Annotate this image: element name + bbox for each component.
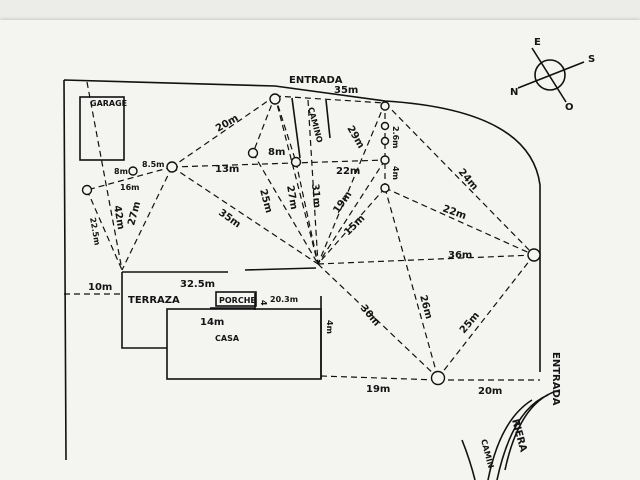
dist-30: 30m <box>358 303 382 329</box>
porche-label: PORCHE <box>219 296 256 305</box>
node-center-a <box>247 147 259 159</box>
node-entrada <box>269 93 281 105</box>
node-left-hub <box>166 161 178 173</box>
compass-o: O <box>565 102 574 113</box>
porche-box <box>215 291 257 307</box>
node-right-low <box>380 183 390 193</box>
node-south <box>430 370 446 386</box>
dist-27: 27m <box>126 200 143 226</box>
terraza-label: TERRAZA <box>128 295 180 306</box>
garage-label: GARAGE <box>90 99 127 108</box>
node-camino-mid <box>380 121 390 131</box>
dist-10: 10m <box>88 282 112 293</box>
dist-20: 20m <box>214 113 241 135</box>
dist-24-right: 24m <box>456 167 480 193</box>
camino-line-right <box>325 99 331 139</box>
dist-8: 8m <box>268 147 285 158</box>
dist-36: 36m <box>448 250 472 261</box>
dist-22-mid: 22m <box>336 166 360 177</box>
garage-box <box>79 96 125 161</box>
dist-16: 16m <box>120 183 139 192</box>
dist-31: 31m <box>309 183 322 208</box>
dist-14: 14m <box>200 317 224 328</box>
dist-2-6: 2.6m <box>391 126 400 149</box>
dist-26-mid: 26m <box>417 294 434 320</box>
house-outline <box>166 308 322 380</box>
entrada-right-label: ENTRADA <box>550 352 561 406</box>
camino-line-left <box>291 97 301 159</box>
dist-35-diag: 35m <box>216 207 242 230</box>
compass-rose: E N S O <box>510 37 595 113</box>
dist-19-bottom: 19m <box>366 384 390 395</box>
dist-8b: 8m <box>114 167 128 176</box>
node-top-right <box>380 101 390 111</box>
dist-13: 13m <box>215 164 239 175</box>
dist-8-5: 8.5m <box>142 160 165 169</box>
compass-s: S <box>588 54 595 65</box>
dist-20-bottom: 20m <box>478 386 502 397</box>
node-right-mid <box>380 155 390 165</box>
dist-4: 4m <box>391 166 400 180</box>
property-boundary <box>63 79 541 461</box>
dist-22-right: 22m <box>441 203 468 222</box>
dist-20-3: 20.3m <box>270 295 298 304</box>
node-far-left <box>81 184 93 196</box>
dist-25-right: 25m <box>458 310 482 336</box>
dist-4-porche: 4 <box>259 300 268 306</box>
dist-25: 25m <box>257 188 274 214</box>
dist-15: 15m <box>342 213 367 238</box>
casa-label: CASA <box>215 334 240 343</box>
dist-32-5: 32.5m <box>180 279 215 290</box>
node-east <box>527 248 541 262</box>
dist-27b: 27m <box>284 185 299 211</box>
node-left-small <box>128 166 138 176</box>
distance-labels: 35m 20m 8m 29m 2.6m 4m 8.5m 8m 16m 13m 2… <box>88 85 502 397</box>
entrada-top-label: ENTRADA <box>289 75 343 86</box>
survey-lines <box>64 81 540 381</box>
dist-4b: 4m <box>325 320 334 334</box>
compass-e: E <box>534 37 541 48</box>
riera-curves <box>461 389 561 480</box>
survey-nodes <box>81 93 541 386</box>
camino-label: CAMINO <box>306 106 324 144</box>
compass-n: N <box>510 87 518 98</box>
node-camino-low <box>380 136 390 146</box>
node-center-b <box>290 156 302 168</box>
dist-22-5: 22.5m <box>88 217 102 246</box>
dist-42: 42m <box>111 205 126 231</box>
dist-35-top: 35m <box>334 85 358 96</box>
riera-label: RIERA <box>509 418 528 454</box>
dist-29: 29m <box>344 124 366 151</box>
terrace-outline <box>121 267 317 349</box>
camino-bottom-label: CAMIN <box>479 438 495 469</box>
